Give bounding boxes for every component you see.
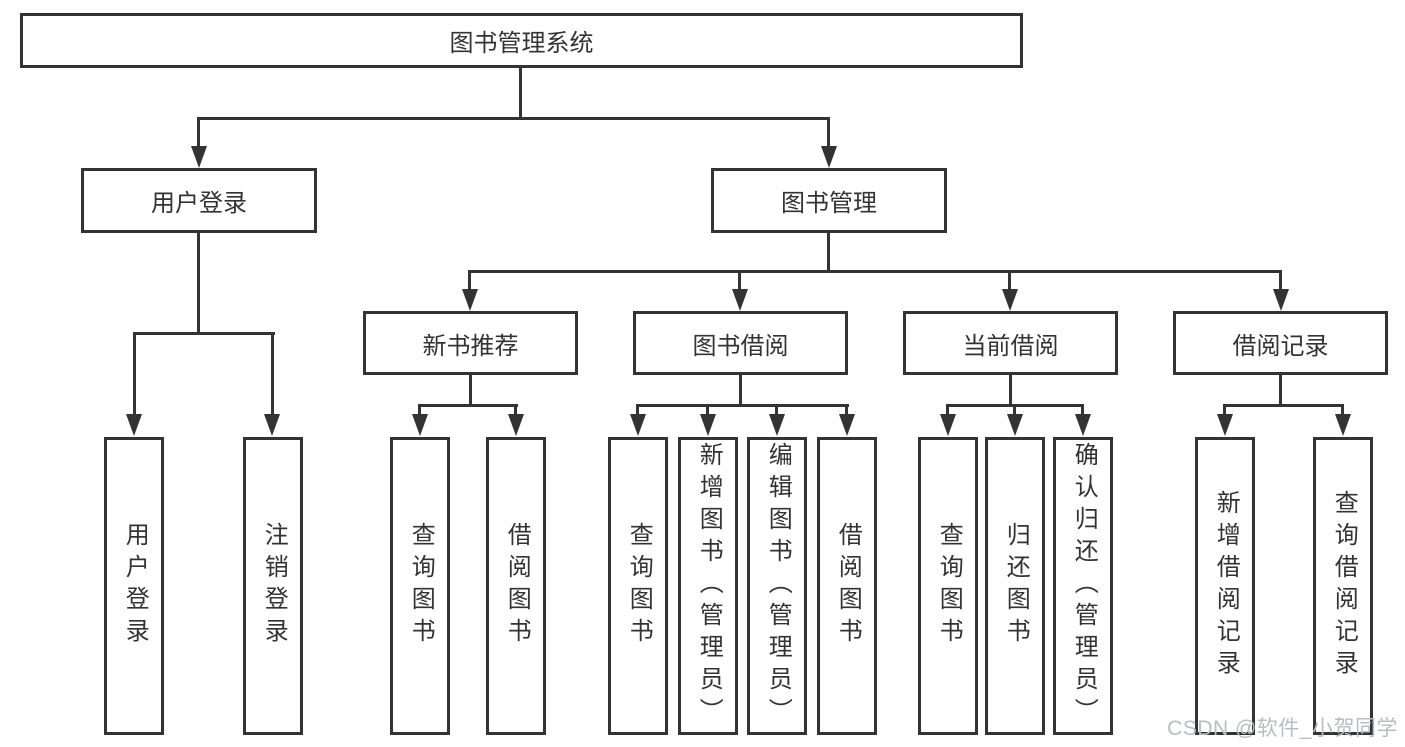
- leaf-query-book-recommend: 查询图书: [390, 437, 450, 735]
- edge-line: [827, 117, 830, 148]
- leaf-borrow-book-recommend: 借阅图书: [486, 437, 546, 735]
- arrow-down-icon: [412, 414, 428, 436]
- edge-line: [1279, 373, 1282, 407]
- leaf-user-login: 用户登录: [104, 437, 164, 735]
- edge-line: [197, 117, 200, 148]
- node-borrow-record: 借阅记录: [1173, 311, 1388, 375]
- edge-line: [514, 404, 517, 418]
- node-label: 查询借阅记录: [1330, 490, 1358, 682]
- node-book-borrow: 图书借阅: [633, 311, 848, 375]
- edge-line: [738, 270, 741, 290]
- arrow-down-icon: [1002, 289, 1018, 311]
- edge-line: [1223, 404, 1344, 407]
- edge-line: [418, 404, 421, 418]
- node-book-management: 图书管理: [711, 168, 947, 233]
- node-label: 新书推荐: [422, 332, 519, 360]
- leaf-add-book-admin: 新增图书（管理员）: [678, 437, 738, 735]
- node-library-system: 图书管理系统: [20, 13, 1023, 68]
- node-label: 借阅记录: [1232, 332, 1329, 360]
- leaf-edit-book-admin: 编辑图书（管理员）: [747, 437, 807, 735]
- edge-line: [946, 404, 949, 418]
- arrow-down-icon: [700, 414, 716, 436]
- leaf-query-book-borrow: 查询图书: [608, 437, 668, 735]
- node-label: 查询图书: [407, 522, 435, 650]
- arrow-down-icon: [1075, 414, 1091, 436]
- arrow-down-icon: [839, 414, 855, 436]
- watermark: CSDN @软件_小贺同学: [1167, 717, 1398, 740]
- edge-line: [739, 373, 742, 407]
- node-label: 用户登录: [151, 190, 247, 217]
- node-label: 新增借阅记录: [1212, 490, 1240, 682]
- node-label: 注销登录: [260, 522, 288, 650]
- node-label: 用户登录: [121, 522, 149, 650]
- arrow-down-icon: [821, 146, 837, 168]
- node-label: 新增图书（管理员）: [695, 442, 723, 730]
- edge-line: [197, 231, 200, 335]
- node-label: 图书管理系统: [449, 30, 594, 57]
- leaf-add-borrow-record: 新增借阅记录: [1195, 437, 1255, 735]
- node-label: 归还图书: [1002, 522, 1030, 650]
- leaf-borrow-book: 借阅图书: [817, 437, 877, 735]
- leaf-logout: 注销登录: [243, 437, 303, 735]
- arrow-down-icon: [732, 289, 748, 311]
- edge-line: [519, 66, 522, 119]
- node-label: 图书管理: [781, 190, 877, 217]
- edge-line: [1013, 404, 1016, 418]
- arrow-down-icon: [126, 414, 142, 436]
- edge-line: [775, 404, 778, 418]
- node-label: 借阅图书: [834, 522, 862, 650]
- edge-line: [133, 332, 136, 416]
- edge-line: [468, 270, 1282, 273]
- arrow-down-icon: [1217, 414, 1233, 436]
- arrow-down-icon: [940, 414, 956, 436]
- edge-line: [1081, 404, 1084, 418]
- edge-line: [271, 332, 274, 416]
- node-user-login: 用户登录: [81, 168, 317, 233]
- edge-line: [706, 404, 709, 418]
- edge-line: [636, 404, 849, 407]
- node-label: 借阅图书: [503, 522, 531, 650]
- arrow-down-icon: [1273, 289, 1289, 311]
- arrow-down-icon: [1335, 414, 1351, 436]
- node-label: 查询图书: [625, 522, 653, 650]
- edge-line: [636, 404, 639, 418]
- leaf-confirm-return-admin: 确认归还（管理员）: [1053, 437, 1113, 735]
- arrow-down-icon: [462, 289, 478, 311]
- edge-line: [1223, 404, 1226, 418]
- edge-line: [197, 117, 830, 120]
- edge-line: [133, 332, 275, 335]
- node-label: 编辑图书（管理员）: [764, 442, 792, 730]
- edge-line: [827, 231, 830, 273]
- node-new-book-recommend: 新书推荐: [363, 311, 578, 375]
- node-label: 确认归还（管理员）: [1070, 442, 1098, 730]
- arrow-down-icon: [1007, 414, 1023, 436]
- arrow-down-icon: [769, 414, 785, 436]
- arrow-down-icon: [191, 146, 207, 168]
- arrow-down-icon: [508, 414, 524, 436]
- node-label: 图书借阅: [692, 332, 789, 360]
- arrow-down-icon: [630, 414, 646, 436]
- leaf-query-book-current: 查询图书: [918, 437, 978, 735]
- node-label: 当前借阅: [962, 332, 1059, 360]
- node-current-borrow: 当前借阅: [903, 311, 1118, 375]
- leaf-return-book: 归还图书: [985, 437, 1045, 735]
- edge-line: [1008, 270, 1011, 290]
- arrow-down-icon: [264, 414, 280, 436]
- edge-line: [845, 404, 848, 418]
- node-label: 查询图书: [935, 522, 963, 650]
- edge-line: [418, 404, 518, 407]
- edge-line: [1279, 270, 1282, 290]
- edge-line: [1341, 404, 1344, 418]
- edge-line: [1009, 373, 1012, 407]
- edge-line: [469, 373, 472, 407]
- leaf-query-borrow-record: 查询借阅记录: [1313, 437, 1373, 735]
- edge-line: [468, 270, 471, 290]
